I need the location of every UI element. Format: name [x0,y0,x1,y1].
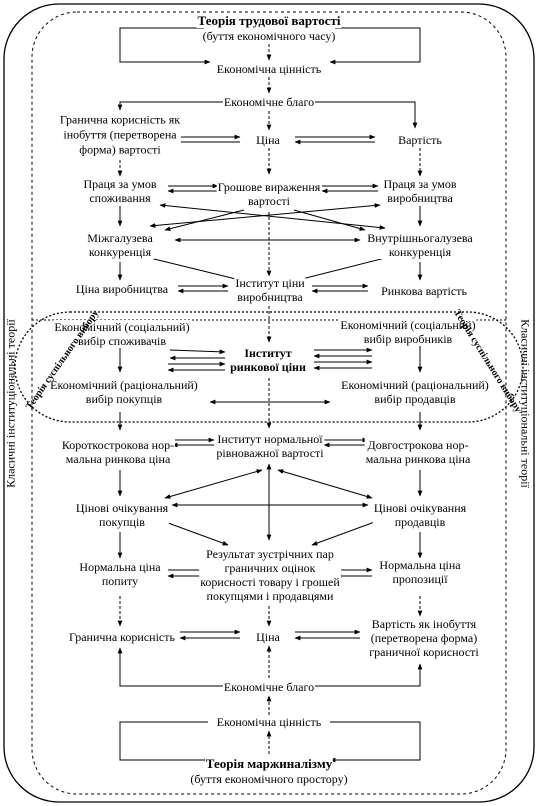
node-market-value: Ринкова вартість [380,284,468,298]
top-loop-left [119,27,211,65]
top-subtitle: (буття економічного часу) [201,29,337,43]
inner-dashed-frame [31,11,507,795]
node-short-term-price: Короткострокова нор-мальна ринкова ціна [60,438,176,466]
bottom-subtitle: (буття економічного простору) [189,772,349,786]
node-price-bottom: Ціна [255,630,281,644]
node-value-inobuttya: Вартість як інобуття(перетворена форма)г… [368,617,480,659]
comp-diag-2 [297,257,386,282]
node-econ-choice-consumers: Економічний (соціальний)вибір споживачів [53,320,191,348]
node-rational-choice-sellers: Економічний (раціональний)вибір продавці… [340,378,490,406]
comp-diag-1 [149,257,241,282]
choice-to-inst-1 [169,349,226,355]
bottom-loop-left [119,721,211,763]
node-rational-choice-buyers: Економічний (раціональний)вибір покупців [49,378,199,406]
left-side-label: Класичні інституціональні теорії [3,319,18,488]
bottom-title: Теорія маржиналізму [204,756,334,771]
node-econ-value-top: Економічна цінність [215,62,323,76]
bottom-loop-right [329,721,421,763]
exp-diag-1 [164,469,263,499]
cross-6 [159,203,386,230]
good-to-value [310,101,418,129]
node-value-top: Вартість [397,133,443,147]
exp-diag-4 [311,519,381,546]
node-production-price: Ціна виробництва [74,282,170,296]
node-marg-utility-bottom: Гранична корисність [68,630,176,644]
node-econ-good-bottom: Економічне благо [222,680,316,694]
exp-diag-2 [277,469,373,499]
cross-3 [164,209,245,232]
exp-diag-3 [159,519,229,546]
node-econ-good-top: Економічне благо [222,95,316,109]
outer-frame [3,3,535,803]
node-long-term-price: Довгострокова нор-мальна ринкова ціна [364,438,472,466]
vinob-up-good [314,663,423,687]
node-econ-value-bottom: Економічна цінність [215,715,323,729]
node-econ-choice-producers: Економічний (соціальний)вибір виробників [339,318,477,346]
public-choice-oval [14,311,524,423]
marg-up-good [117,647,226,687]
top-title: Теорія трудової вартості [196,13,342,28]
node-price-top: Ціна [255,133,281,147]
top-loop-right [329,27,421,65]
good-to-marg [117,101,228,111]
